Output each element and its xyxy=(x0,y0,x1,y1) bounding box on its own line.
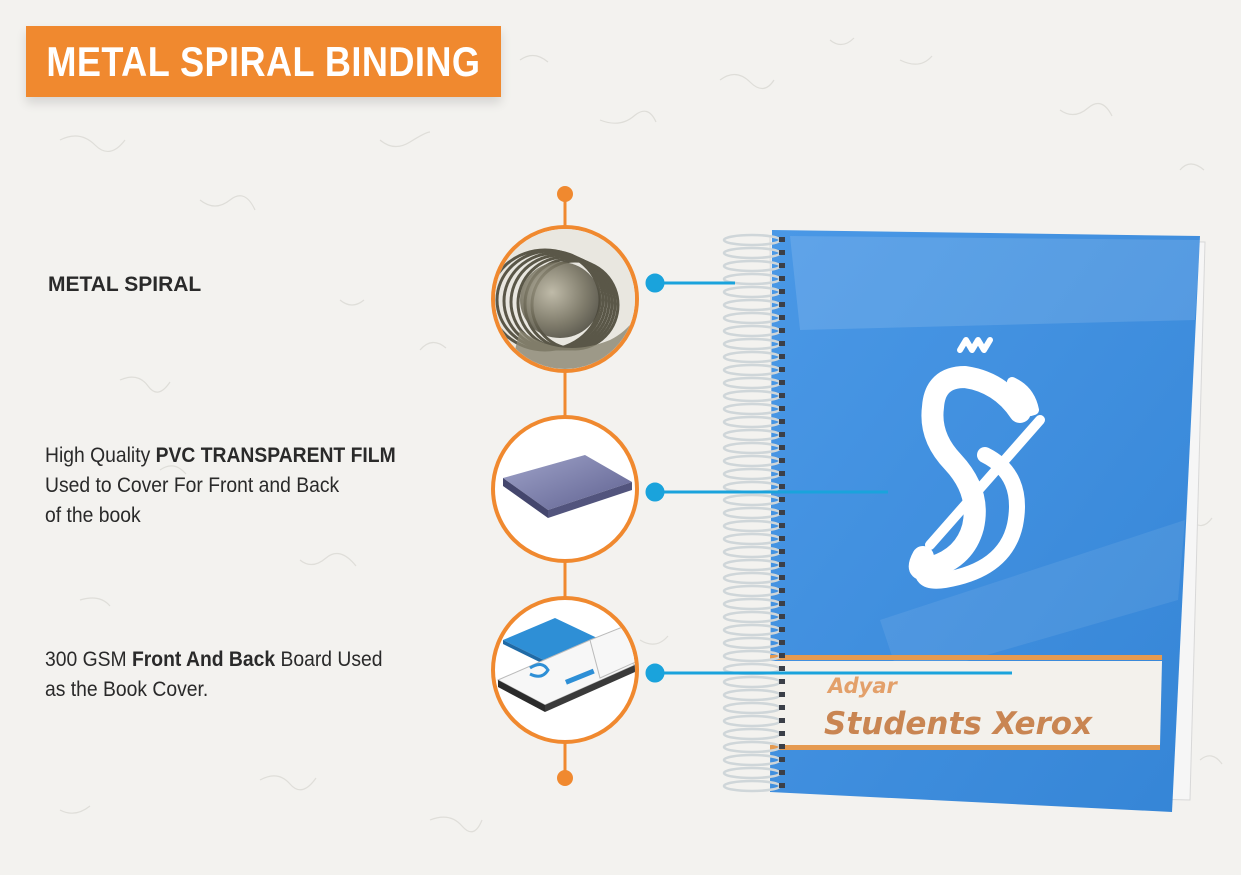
punch-hole xyxy=(779,406,785,411)
punch-hole xyxy=(779,653,785,658)
feature-board-line1: 300 GSM Front And Back Board Used xyxy=(45,645,382,675)
feature-metal-spiral-label: METAL SPIRAL xyxy=(48,270,201,300)
punch-hole xyxy=(779,770,785,775)
seahorse-logo xyxy=(908,337,1045,589)
punch-hole xyxy=(779,289,785,294)
punch-hole xyxy=(779,432,785,437)
feature-board-label: 300 GSM Front And Back Board Used as the… xyxy=(45,645,412,705)
feature-pvc-film-line1: High Quality PVC TRANSPARENT FILM xyxy=(45,441,396,471)
punch-hole xyxy=(779,393,785,398)
feature-pvc-film-label: High Quality PVC TRANSPARENT FILM Used t… xyxy=(45,441,426,531)
metal-spiral-thumbnail xyxy=(491,225,639,373)
feature-metal-spiral-text: METAL SPIRAL xyxy=(48,273,202,296)
punch-hole xyxy=(779,588,785,593)
pvc-film-thumbnail xyxy=(491,415,639,563)
punch-hole xyxy=(779,562,785,567)
book-label-large: Students Xerox xyxy=(824,706,1093,742)
punch-hole xyxy=(779,575,785,580)
punch-hole xyxy=(779,367,785,372)
punch-hole xyxy=(779,549,785,554)
feature-pvc-film-line2: Used to Cover For Front and Back xyxy=(45,474,340,497)
label-strip xyxy=(770,661,1162,745)
feature-board-line2: as the Book Cover. xyxy=(45,678,209,701)
punch-hole xyxy=(779,692,785,697)
punch-hole xyxy=(779,510,785,515)
timeline-bottom-dot xyxy=(557,770,573,786)
feature-board-suffix: Board Used xyxy=(275,648,383,671)
punch-hole xyxy=(779,302,785,307)
book-label-small: Adyar xyxy=(826,674,898,698)
page-title: METAL SPIRAL BINDING xyxy=(46,37,481,85)
title-banner: METAL SPIRAL BINDING xyxy=(26,26,501,97)
punch-hole xyxy=(779,614,785,619)
punch-hole xyxy=(779,679,785,684)
label-strip-bottom xyxy=(770,745,1160,750)
timeline-top-dot xyxy=(557,186,573,202)
punch-hole xyxy=(779,250,785,255)
spiral-notebook: Adyar Students Xerox xyxy=(722,230,1206,812)
feature-board-bold: Front And Back xyxy=(131,648,276,671)
connector-dot-spiral xyxy=(645,273,665,293)
feature-board-prefix: 300 GSM xyxy=(45,648,132,671)
punch-hole xyxy=(779,263,785,268)
connector-dot-film xyxy=(645,482,665,502)
punch-hole xyxy=(779,757,785,762)
connector-dot-board xyxy=(645,663,665,683)
feature-pvc-film-line3: of the book xyxy=(45,504,141,527)
punch-hole xyxy=(779,705,785,710)
punch-hole xyxy=(779,419,785,424)
punch-hole xyxy=(779,315,785,320)
punch-hole xyxy=(779,354,785,359)
punch-hole xyxy=(779,731,785,736)
punch-hole xyxy=(779,458,785,463)
connector-lines xyxy=(645,273,1012,683)
punch-hole xyxy=(779,341,785,346)
punch-hole xyxy=(779,744,785,749)
punch-hole xyxy=(779,380,785,385)
spiral-coil xyxy=(722,233,785,793)
punch-hole xyxy=(779,328,785,333)
punch-hole xyxy=(779,536,785,541)
punch-hole xyxy=(779,783,785,788)
feature-pvc-film-prefix: High Quality xyxy=(45,444,156,467)
front-back-board-thumbnail xyxy=(491,596,639,744)
punch-hole xyxy=(779,666,785,671)
punch-hole xyxy=(779,640,785,645)
punch-hole xyxy=(779,471,785,476)
punch-hole xyxy=(779,497,785,502)
feature-pvc-film-bold: PVC TRANSPARENT FILM xyxy=(155,444,396,467)
punch-hole xyxy=(779,237,785,242)
punch-hole xyxy=(779,276,785,281)
punch-hole xyxy=(779,445,785,450)
label-strip-top xyxy=(770,655,1162,660)
punch-hole xyxy=(779,601,785,606)
punch-hole xyxy=(779,523,785,528)
punch-hole xyxy=(779,718,785,723)
punch-hole xyxy=(779,627,785,632)
punch-hole xyxy=(779,484,785,489)
